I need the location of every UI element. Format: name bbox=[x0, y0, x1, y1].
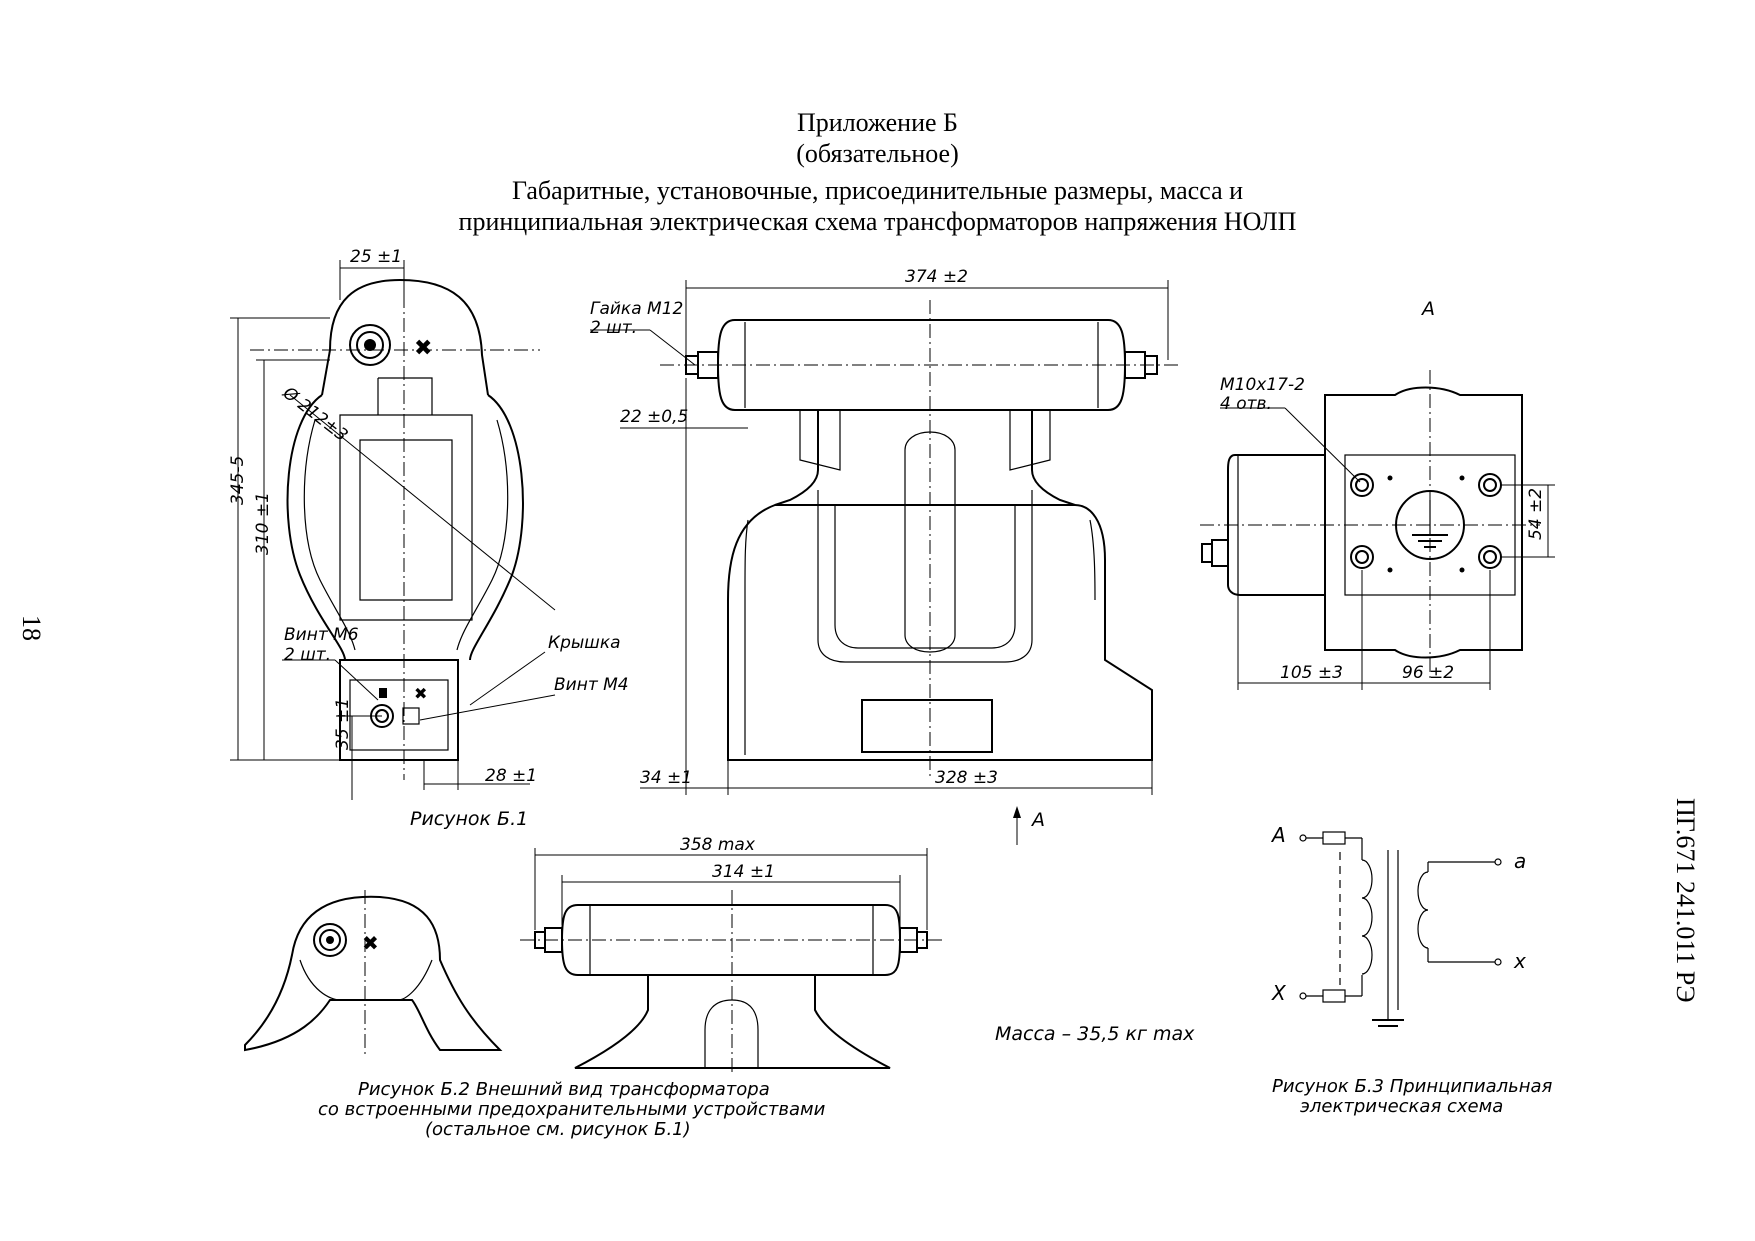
view-a: А bbox=[1200, 298, 1555, 690]
caption-line-1: Габаритные, установочные, присоединитель… bbox=[511, 176, 1244, 205]
figure-b2-caption-3: (остальное см. рисунок Б.1) bbox=[425, 1119, 691, 1140]
dim-105: 105 ±3 bbox=[1280, 663, 1343, 683]
figure-b2-caption-2: со встроенными предохранительными устрой… bbox=[318, 1099, 826, 1120]
figure-b2-caption-1: Рисунок Б.2 Внешний вид трансформатора bbox=[358, 1079, 770, 1100]
figure-b3-caption-2: электрическая схема bbox=[1300, 1096, 1503, 1117]
dim-314: 314 ±1 bbox=[712, 862, 775, 882]
dim-96: 96 ±2 bbox=[1402, 663, 1454, 683]
dim-offset: 22 ±0,5 bbox=[620, 407, 688, 427]
view-a-title: А bbox=[1420, 298, 1435, 320]
appendix-status: (обязательное) bbox=[796, 139, 959, 168]
label-screw-m6: Винт М6 bbox=[284, 625, 359, 645]
label-holes: М10х17-2 bbox=[1220, 375, 1305, 395]
dim-height-body: 310 ±1 bbox=[253, 492, 273, 555]
dim-358-max: 358 max bbox=[680, 835, 756, 855]
dim-diameter: Ø 212±3 bbox=[278, 383, 351, 446]
dim-length-top: 374 ±2 bbox=[905, 267, 968, 287]
dim-width-top: 25 ±1 bbox=[350, 247, 402, 267]
label-screw-m4: Винт М4 bbox=[554, 675, 629, 695]
side-view: 374 ±2 Гайка М12 2 шт. 22 ±0,5 34 ±1 328… bbox=[590, 267, 1180, 845]
figure-b2: ✖ 358 max 314 ±1 Рисунок Б.2 Внешний в bbox=[244, 835, 945, 1140]
view-marker-a: А bbox=[1030, 809, 1045, 831]
dim-height-bottom: 35 ±1 bbox=[333, 698, 353, 750]
dim-left: 34 ±1 bbox=[640, 768, 692, 788]
caption-line-2: принципиальная электрическая схема транс… bbox=[458, 207, 1297, 236]
svg-text:✖: ✖ bbox=[362, 931, 379, 955]
figure-b3-caption-1: Рисунок Б.3 Принципиальная bbox=[1272, 1076, 1553, 1097]
dim-height-total: 345-5 bbox=[228, 456, 248, 505]
figure-b1-front-view: ✖ ✖ 25 ±1 Ø 212±3 345-5 310 ±1 bbox=[228, 247, 629, 830]
label-nut-qty: 2 шт. bbox=[590, 318, 637, 338]
label-screw-m6-qty: 2 шт. bbox=[284, 645, 331, 665]
terminal-x: х bbox=[1513, 949, 1526, 973]
label-nut: Гайка М12 bbox=[590, 299, 683, 319]
mass-label: Масса – 35,5 кг max bbox=[995, 1023, 1195, 1045]
figure-b1-caption: Рисунок Б.1 bbox=[410, 808, 528, 830]
terminal-a: а bbox=[1514, 849, 1526, 873]
terminal-X: Х bbox=[1271, 981, 1287, 1005]
appendix-title: Приложение Б bbox=[797, 108, 958, 137]
svg-text:✖: ✖ bbox=[414, 684, 427, 703]
figure-b3-schematic: А Х bbox=[1270, 823, 1553, 1117]
terminal-A: А bbox=[1270, 823, 1286, 847]
label-cover: Крышка bbox=[548, 633, 621, 653]
dim-width-bottom: 28 ±1 bbox=[485, 766, 537, 786]
svg-text:✖: ✖ bbox=[414, 336, 432, 361]
dim-spacing-v: 54 ±2 bbox=[1526, 488, 1546, 540]
label-holes-qty: 4 отв. bbox=[1220, 394, 1272, 414]
dim-base: 328 ±3 bbox=[935, 768, 998, 788]
